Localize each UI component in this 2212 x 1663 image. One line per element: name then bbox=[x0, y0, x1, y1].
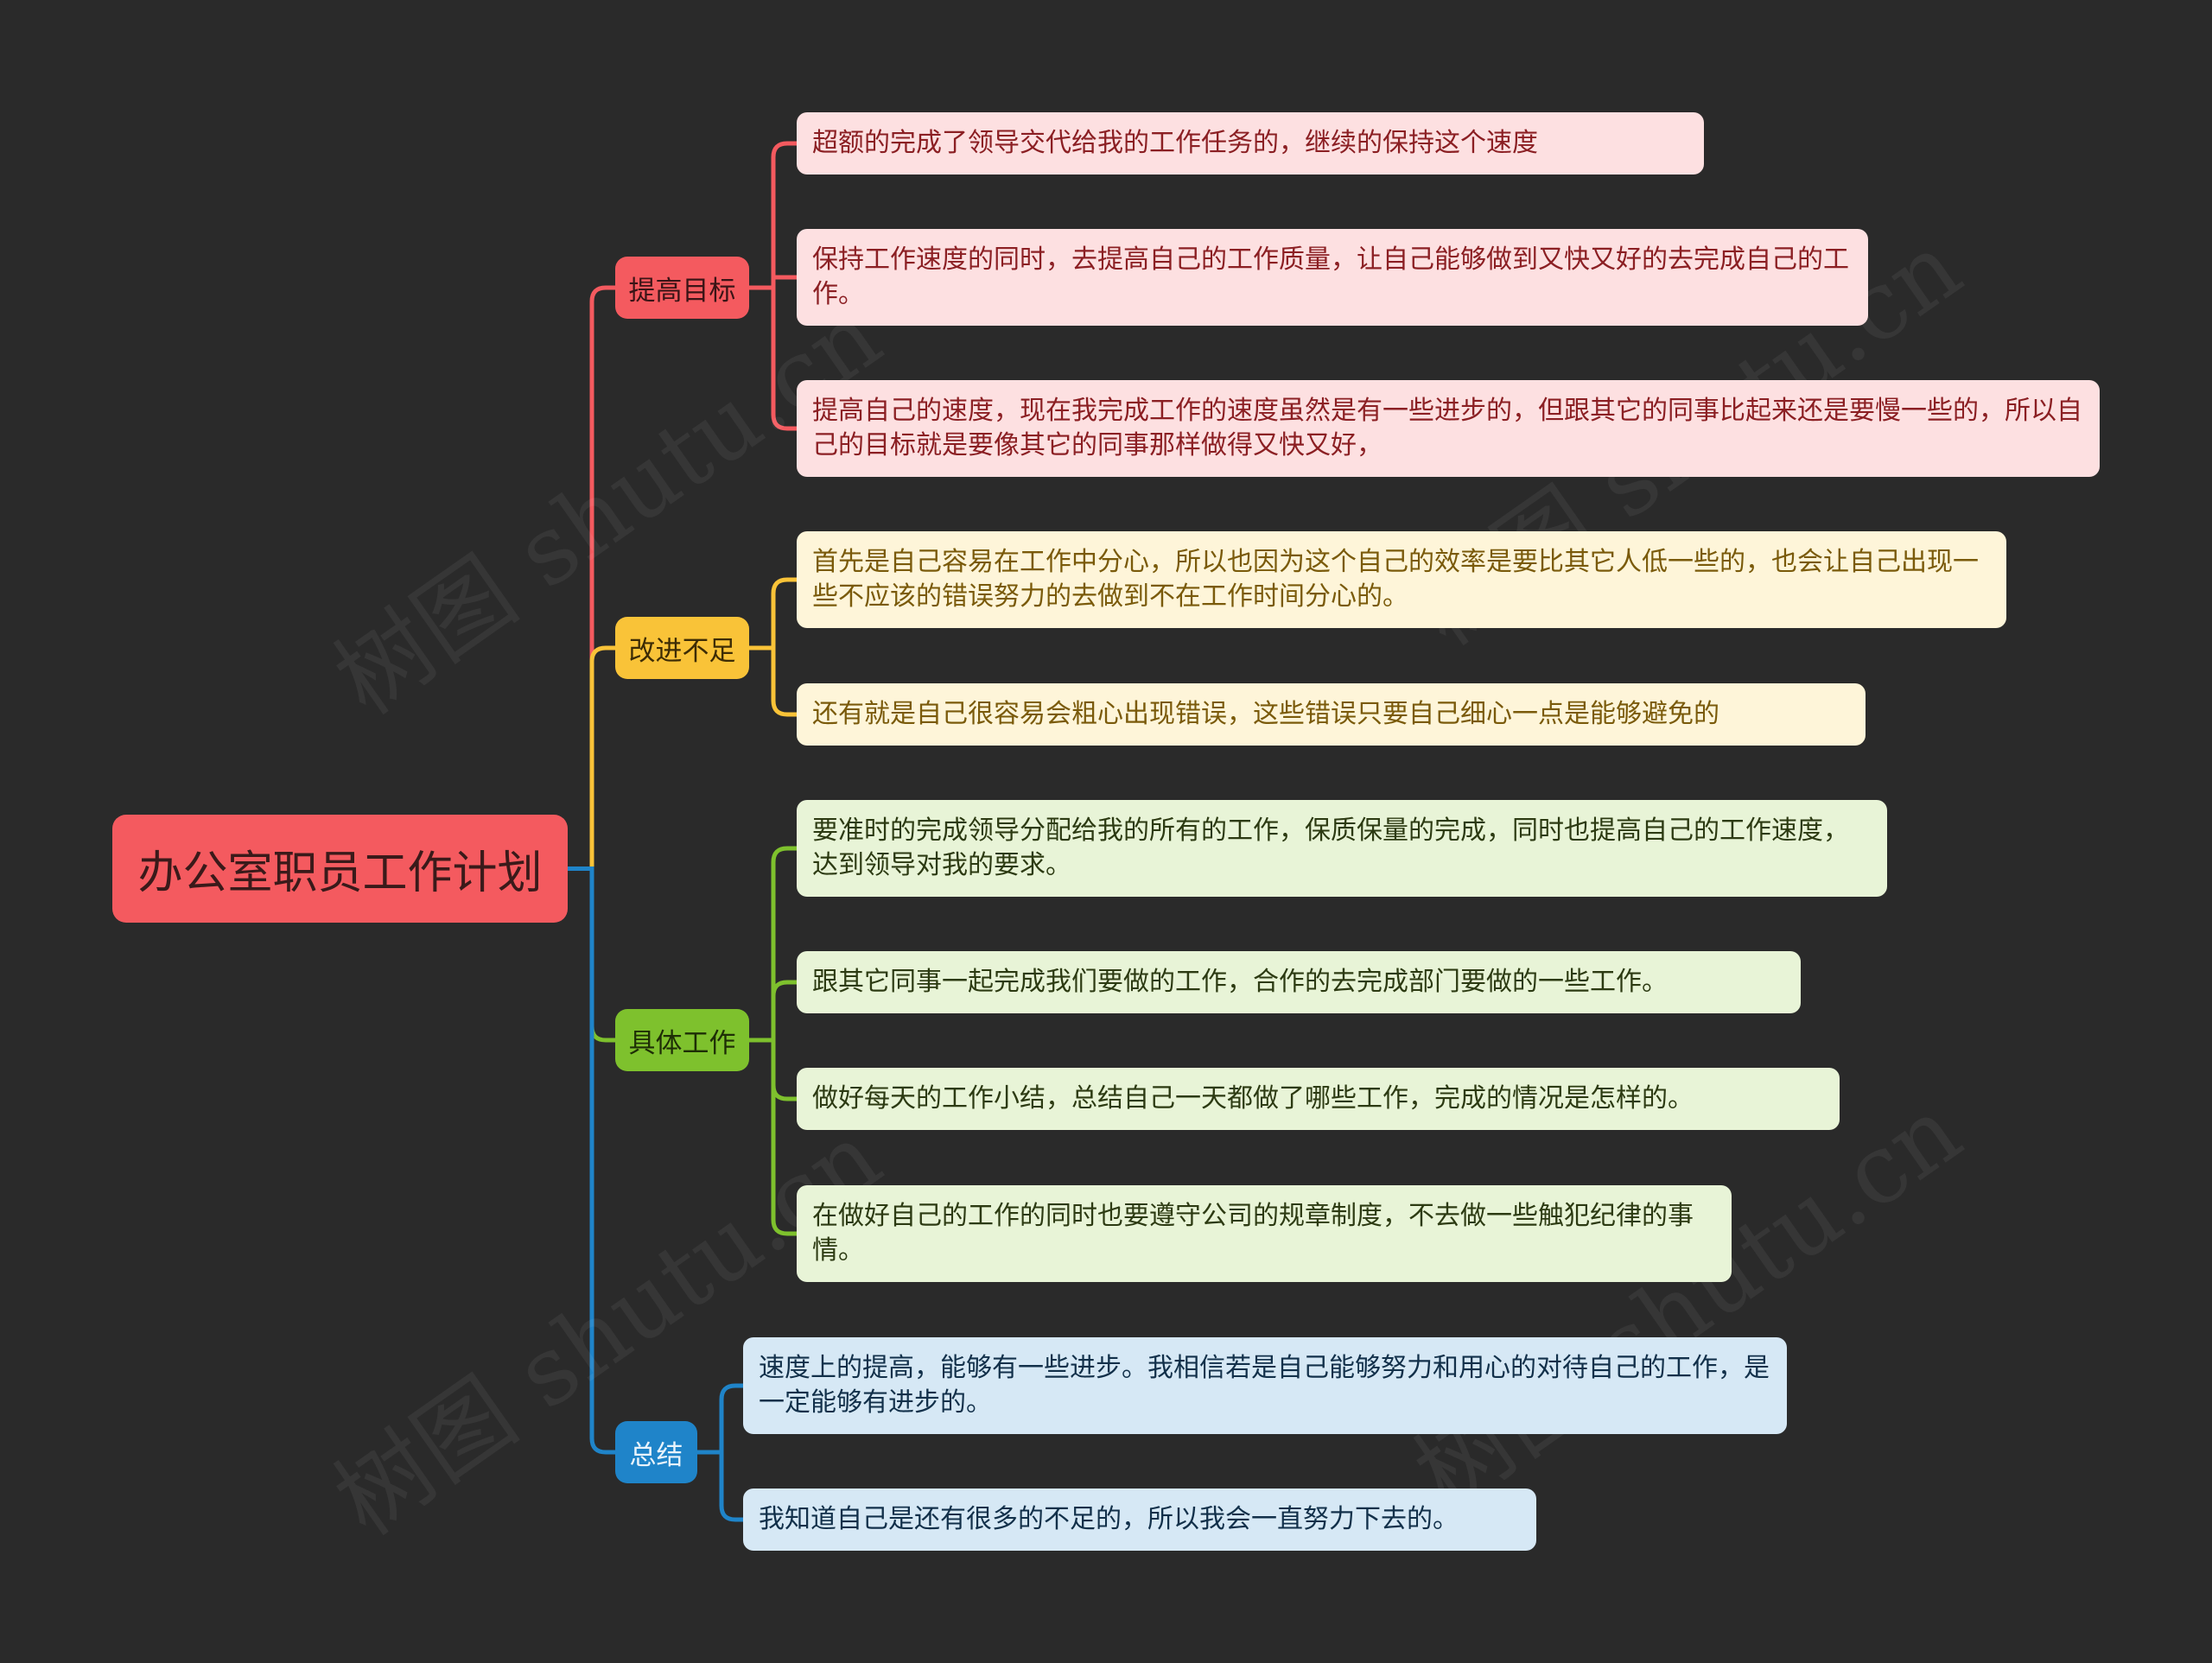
leaf-item[interactable]: 提高自己的速度，现在我完成工作的速度虽然是有一些进步的，但跟其它的同事比起来还是… bbox=[797, 380, 2100, 477]
branch-to-leaf-line bbox=[747, 141, 799, 290]
leaf-text: 超额的完成了领导交代给我的工作任务的，继续的保持这个速度 bbox=[812, 128, 1538, 158]
branch-to-leaf-line bbox=[747, 645, 799, 717]
leaf-text: 保持工作速度的同时，去提高自己的工作质量，让自己能够做到又快又好的去完成自己的工… bbox=[812, 244, 1849, 309]
branch-label: 改进不足 bbox=[628, 635, 736, 667]
branch-to-leaf-line bbox=[747, 980, 799, 1043]
leaf-item[interactable]: 首先是自己容易在工作中分心，所以也因为这个自己的效率是要比其它人低一些的，也会让… bbox=[797, 531, 2006, 628]
branch-to-leaf-line bbox=[695, 1450, 746, 1522]
branch-specific-work[interactable]: 具体工作 bbox=[615, 1009, 749, 1071]
leaf-item[interactable]: 速度上的提高，能够有一些进步。我相信若是自己能够努力和用心的对待自己的工作，是一… bbox=[743, 1337, 1787, 1434]
branch-to-leaf-line bbox=[747, 577, 799, 651]
branch-summary[interactable]: 总结 bbox=[615, 1421, 697, 1483]
leaf-text: 在做好自己的工作的同时也要遵守公司的规章制度，不去做一些触犯纪律的事情。 bbox=[812, 1201, 1694, 1266]
leaf-item[interactable]: 还有就是自己很容易会粗心出现错误，这些错误只要自己细心一点是能够避免的 bbox=[797, 683, 1866, 746]
leaf-item[interactable]: 我知道自己是还有很多的不足的，所以我会一直努力下去的。 bbox=[743, 1488, 1536, 1551]
leaf-item[interactable]: 保持工作速度的同时，去提高自己的工作质量，让自己能够做到又快又好的去完成自己的工… bbox=[797, 229, 1868, 326]
branch-label: 具体工作 bbox=[628, 1027, 736, 1059]
root-node[interactable]: 办公室职员工作计划 bbox=[112, 815, 568, 923]
leaf-item[interactable]: 要准时的完成领导分配给我的所有的工作，保质保量的完成，同时也提高自己的工作速度，… bbox=[797, 800, 1887, 897]
leaf-item[interactable]: 跟其它同事一起完成我们要做的工作，合作的去完成部门要做的一些工作。 bbox=[797, 951, 1801, 1013]
leaf-text: 跟其它同事一起完成我们要做的工作，合作的去完成部门要做的一些工作。 bbox=[812, 967, 1668, 997]
root-to-branch-line bbox=[565, 285, 618, 871]
leaf-text: 要准时的完成领导分配给我的所有的工作，保质保量的完成，同时也提高自己的工作速度，… bbox=[812, 816, 1849, 880]
leaf-text: 做好每天的工作小结，总结自己一天都做了哪些工作，完成的情况是怎样的。 bbox=[812, 1083, 1694, 1114]
branch-improve-shortcomings[interactable]: 改进不足 bbox=[615, 617, 749, 679]
root-to-branch-line bbox=[565, 645, 618, 871]
leaf-text: 我知道自己是还有很多的不足的，所以我会一直努力下去的。 bbox=[759, 1504, 1459, 1534]
root-to-branch-line bbox=[565, 866, 618, 1455]
branch-label: 提高目标 bbox=[628, 275, 736, 307]
branch-to-leaf-line bbox=[747, 1038, 799, 1236]
branch-to-leaf-line bbox=[747, 285, 799, 431]
branch-improve-goals[interactable]: 提高目标 bbox=[615, 257, 749, 319]
leaf-item[interactable]: 做好每天的工作小结，总结自己一天都做了哪些工作，完成的情况是怎样的。 bbox=[797, 1068, 1840, 1130]
leaf-item[interactable]: 超额的完成了领导交代给我的工作任务的，继续的保持这个速度 bbox=[797, 112, 1704, 175]
root-label: 办公室职员工作计划 bbox=[137, 847, 543, 899]
branch-to-leaf-line bbox=[695, 1383, 746, 1455]
leaf-text: 首先是自己容易在工作中分心，所以也因为这个自己的效率是要比其它人低一些的，也会让… bbox=[812, 547, 1979, 612]
leaf-text: 提高自己的速度，现在我完成工作的速度虽然是有一些进步的，但跟其它的同事比起来还是… bbox=[812, 396, 2082, 460]
branch-label: 总结 bbox=[629, 1439, 683, 1471]
branch-to-leaf-line bbox=[747, 846, 799, 1043]
leaf-item[interactable]: 在做好自己的工作的同时也要遵守公司的规章制度，不去做一些触犯纪律的事情。 bbox=[797, 1185, 1732, 1282]
leaf-text: 速度上的提高，能够有一些进步。我相信若是自己能够努力和用心的对待自己的工作，是一… bbox=[759, 1353, 1770, 1418]
leaf-text: 还有就是自己很容易会粗心出现错误，这些错误只要自己细心一点是能够避免的 bbox=[812, 699, 1719, 729]
